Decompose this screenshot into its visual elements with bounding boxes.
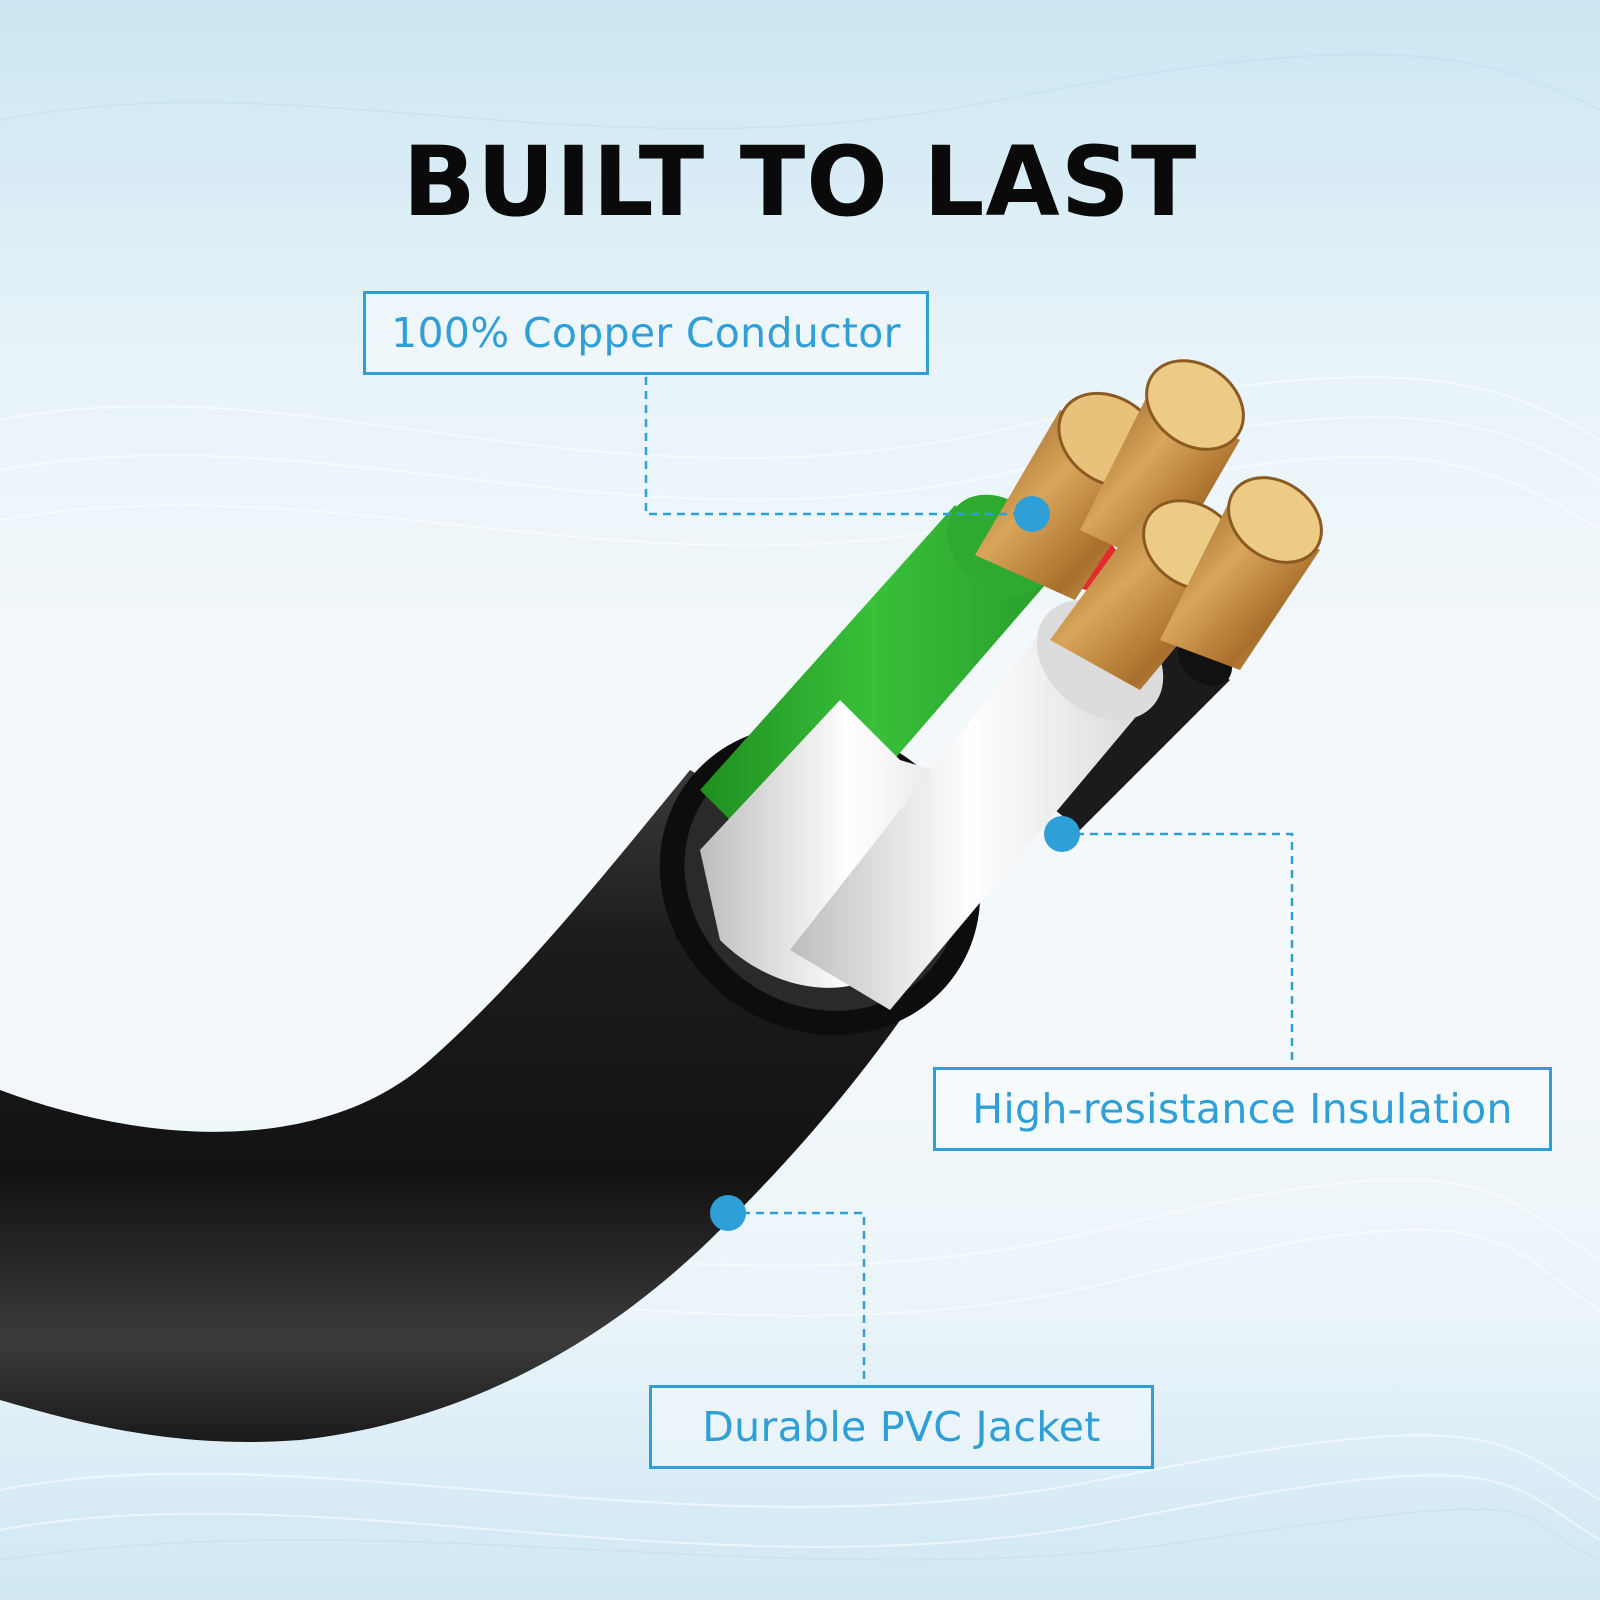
insulation-dot (1044, 816, 1080, 852)
white-wire (790, 620, 1150, 1010)
pvc-jacket-callout: Durable PVC Jacket (649, 1385, 1154, 1469)
white-filler (700, 700, 1000, 988)
insulation-callout: High-resistance Insulation (933, 1067, 1552, 1151)
copper-conductor-callout: 100% Copper Conductor (363, 291, 929, 375)
jacket-dot (710, 1195, 746, 1231)
page-title: BUILT TO LAST (402, 126, 1198, 239)
copper-dot (1014, 496, 1050, 532)
copper-strands (975, 359, 1323, 690)
